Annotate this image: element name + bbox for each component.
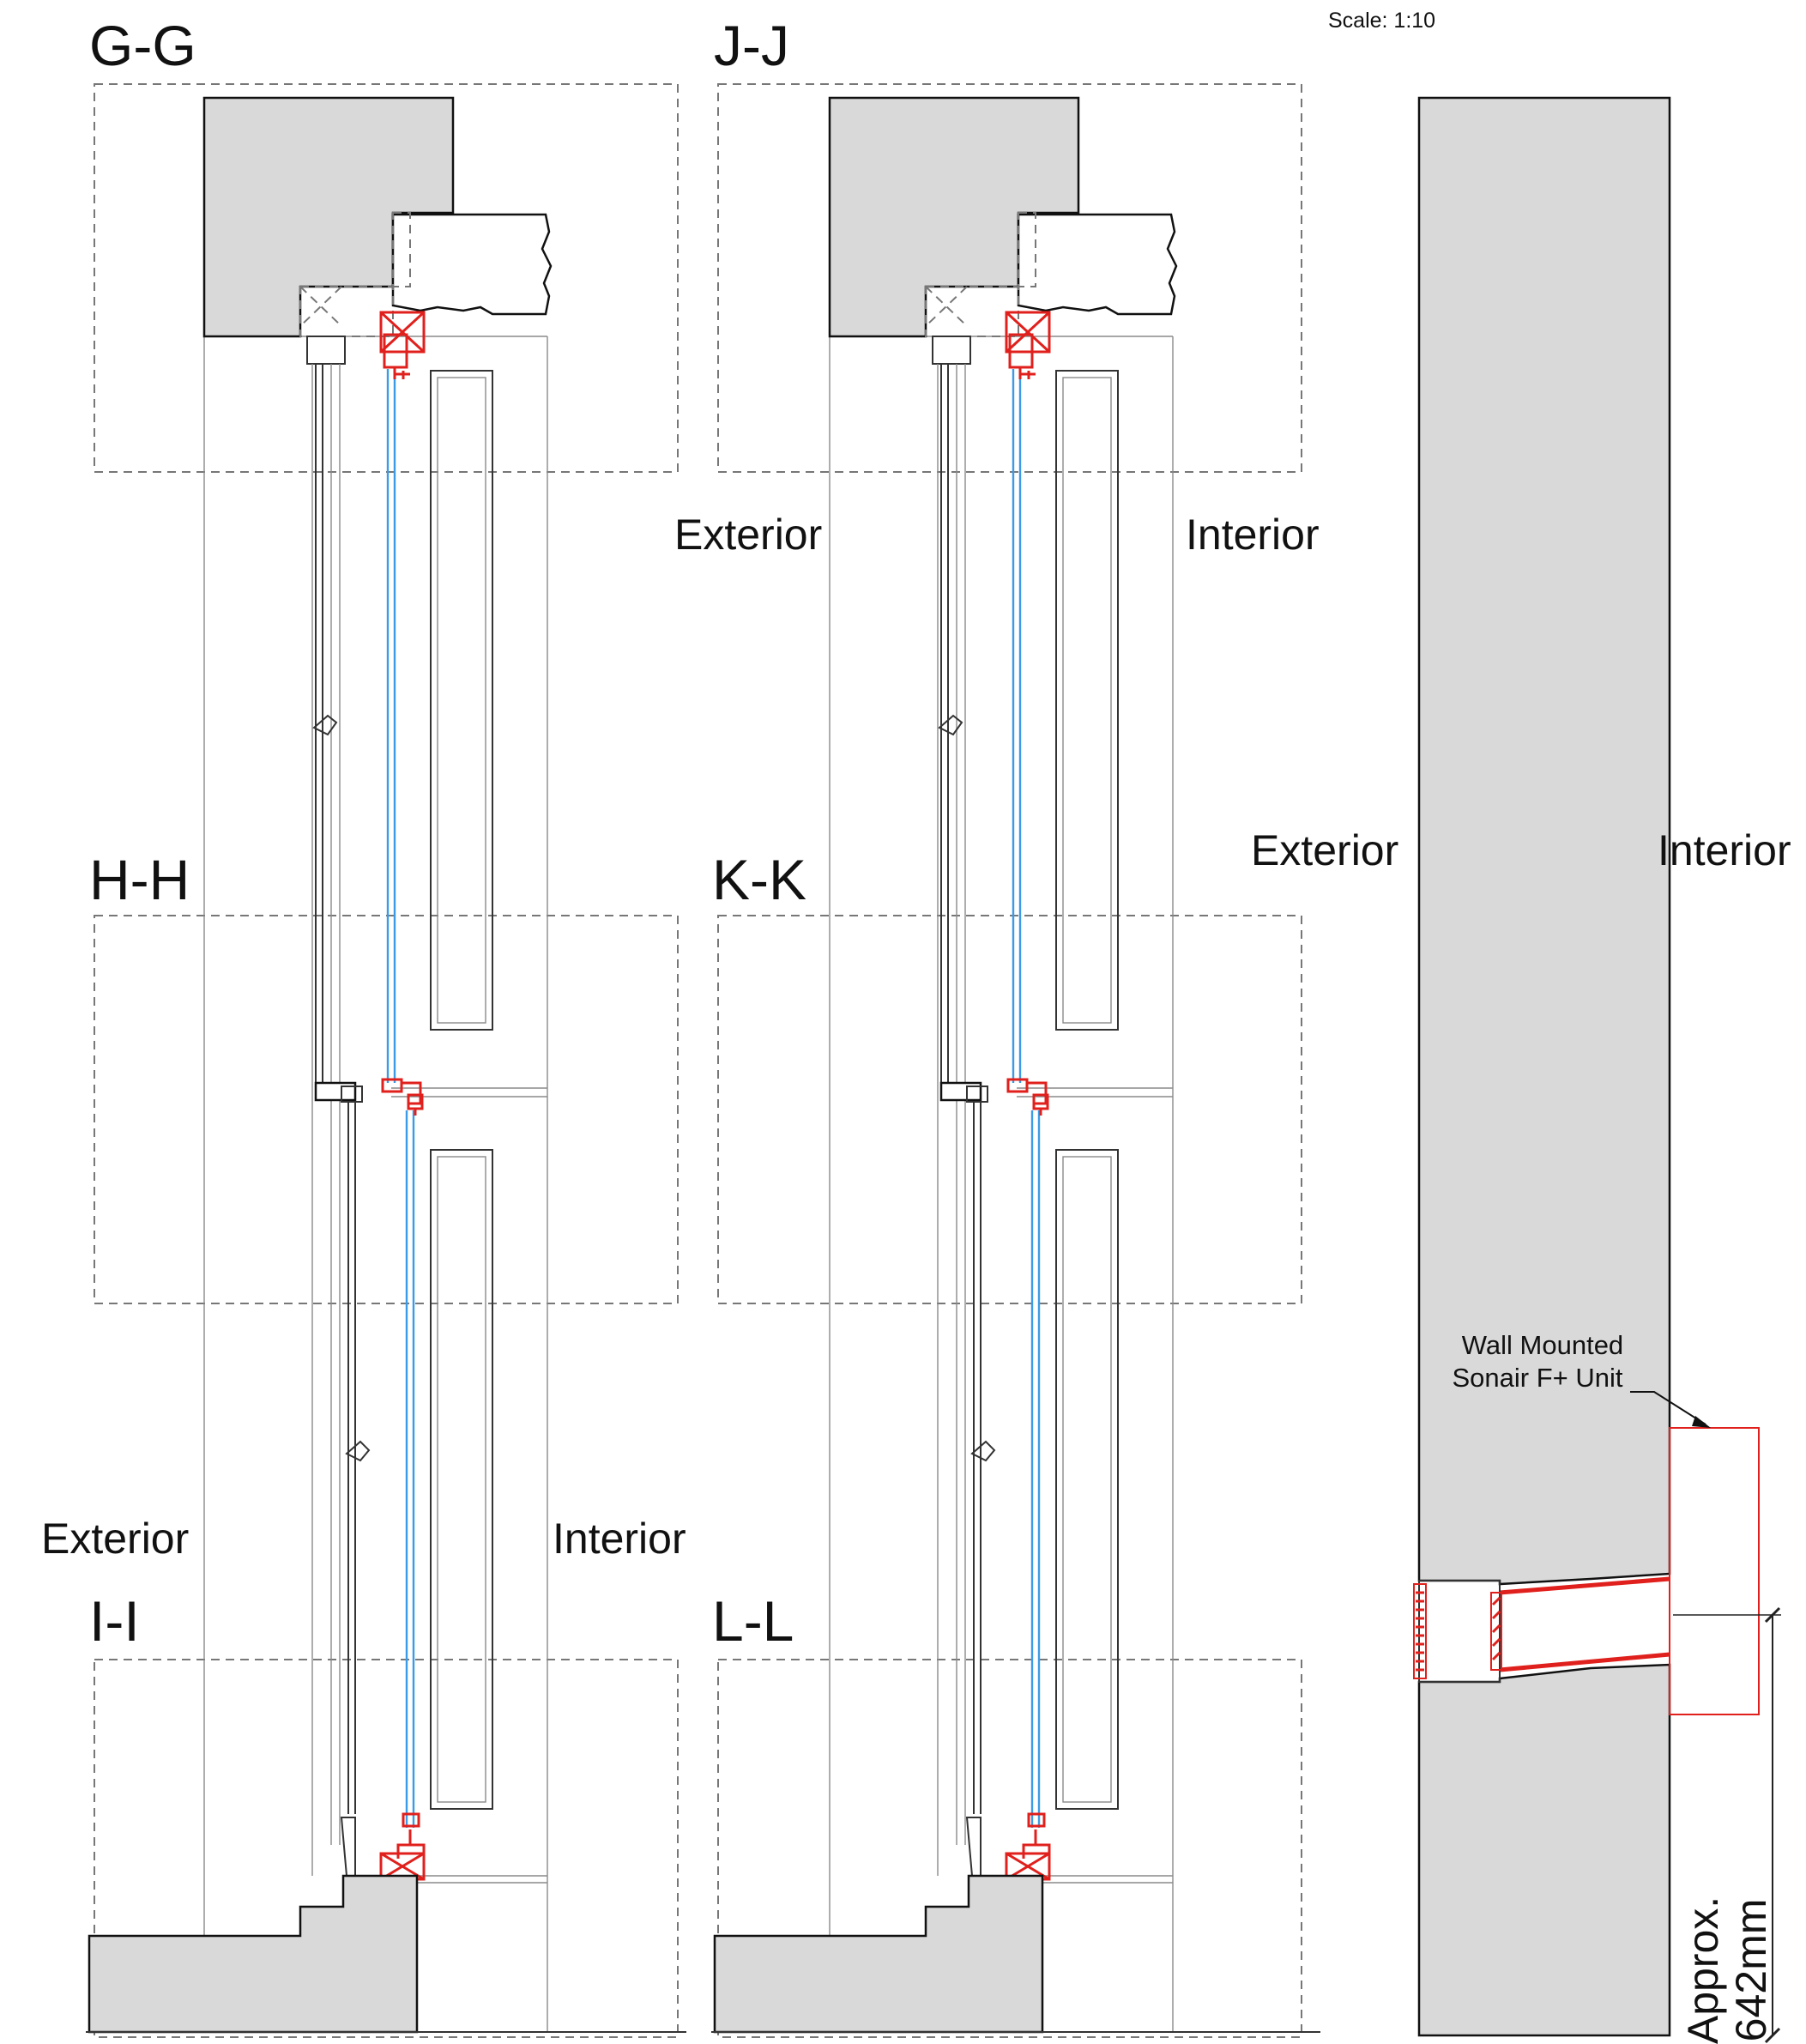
interior-label-middle: Interior [1186, 511, 1320, 559]
dimension-label-line1: Approx. [1679, 1896, 1727, 2044]
wall-upper [1417, 96, 1671, 1586]
wall-lower [1417, 1663, 1671, 2037]
primary-sash-profile-top [379, 311, 426, 379]
interior-label-left: Interior [553, 1515, 686, 1563]
section-label-g: G-G [89, 14, 196, 77]
sonair-unit [1669, 1427, 1760, 1715]
detail-frame-g [94, 83, 679, 473]
unit-note-line2: Sonair F+ Unit [1452, 1363, 1622, 1393]
section-label-h: H-H [89, 848, 190, 911]
wall-section-right [1413, 96, 1781, 2044]
primary-sash-profile-bottom [379, 1812, 426, 1881]
leader-arrowhead [1692, 1416, 1711, 1428]
section-label-j: J-J [714, 14, 789, 77]
detail-frame-j [717, 83, 1302, 473]
detail-frame-i [94, 1659, 679, 2038]
duct-core [1413, 1576, 1670, 1683]
sill-stone [88, 1874, 419, 2034]
unit-note-line1: Wall Mounted [1462, 1330, 1623, 1360]
scale-label: Scale: 1:10 [1328, 9, 1435, 33]
detail-frame-k [717, 915, 1302, 1304]
exterior-label-middle: Exterior [674, 511, 822, 559]
section-middle [711, 83, 1320, 2038]
detail-frame-h [94, 915, 679, 1304]
section-label-i: I-I [89, 1589, 140, 1653]
head-timber-board [391, 213, 553, 316]
detail-frame-l [717, 1659, 1302, 2038]
section-left [86, 83, 686, 2038]
interior-label-right: Interior [1658, 826, 1791, 874]
dimension-label-line2: 642mm [1727, 1899, 1775, 2042]
exterior-label-left: Exterior [41, 1515, 189, 1563]
exterior-label-right: Exterior [1251, 826, 1398, 874]
meeting-rail-profile [381, 1078, 424, 1116]
section-label-l: L-L [712, 1589, 794, 1653]
unit-leader-line [1630, 1391, 1706, 1425]
section-label-k: K-K [712, 848, 806, 911]
